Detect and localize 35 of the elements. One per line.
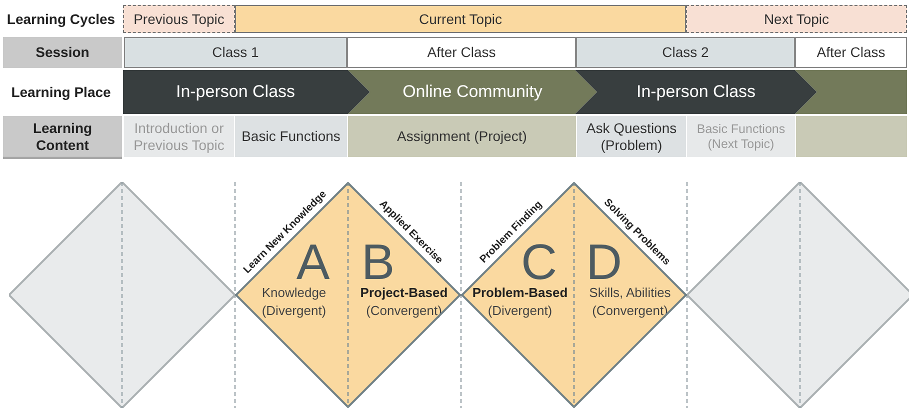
row-header: Session xyxy=(3,37,122,68)
row-header: Learning Content xyxy=(3,116,122,157)
diamond-shape xyxy=(461,182,687,408)
diamond-shape xyxy=(9,182,235,408)
chevron-banner xyxy=(575,70,817,114)
place-label: In-person Class xyxy=(635,82,757,102)
quadrant-letter: C xyxy=(520,237,558,287)
quadrant-letter: D xyxy=(586,237,622,287)
content-cell: Basic Functions (Next Topic) xyxy=(687,116,795,157)
session-cell: After Class xyxy=(795,37,907,68)
quadrant-label: Skills, Abilities (Convergent) xyxy=(588,284,672,320)
chevron-banner xyxy=(123,70,370,114)
quadrant-letter: B xyxy=(361,237,395,287)
topic-band: Next Topic xyxy=(686,5,907,33)
diamond-half xyxy=(574,182,687,408)
quadrant-label: Knowledge (Divergent) xyxy=(260,284,328,320)
session-cell: Class 1 xyxy=(124,37,347,68)
session-cell: Class 2 xyxy=(576,37,795,68)
place-label: In-person Class xyxy=(174,82,296,102)
place-label: Online Community xyxy=(402,82,544,102)
diamond-half xyxy=(461,182,574,408)
chevron-banner xyxy=(348,70,597,114)
content-cell: Basic Functions xyxy=(235,116,347,157)
topic-band: Previous Topic xyxy=(123,5,235,33)
quadrant-letter: A xyxy=(296,237,330,287)
session-cell: After Class xyxy=(347,37,576,68)
diamond-shape xyxy=(687,182,909,408)
topic-band: Current Topic xyxy=(235,5,686,33)
quadrant-label: Project-Based (Convergent) xyxy=(359,284,449,320)
content-cell: Introduction or Previous Topic xyxy=(124,116,234,157)
diamond-shape xyxy=(235,182,461,408)
content-cell: Assignment (Project) xyxy=(348,116,576,157)
diamond-half xyxy=(348,182,461,408)
quadrant-label: Problem-Based (Divergent) xyxy=(471,284,569,320)
content-cell: Ask Questions (Problem) xyxy=(577,116,686,157)
